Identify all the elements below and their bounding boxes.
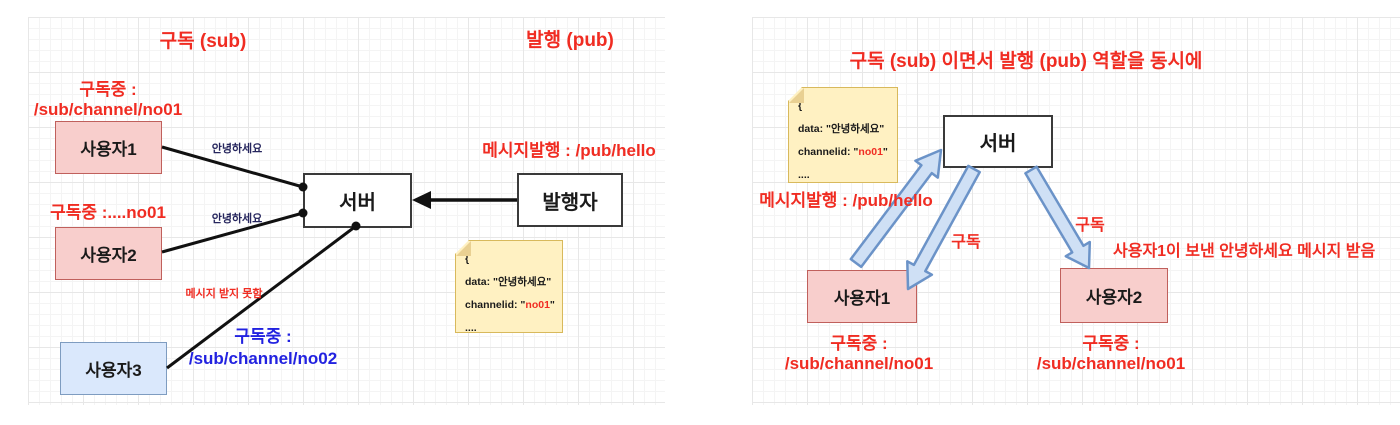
note-channel-key: channelid: " <box>465 299 526 311</box>
note-line-channel: channelid: "no01" <box>465 299 555 311</box>
left-title-sub: 구독 (sub) <box>159 31 247 52</box>
left-publisher-box: 발행자 <box>517 173 623 227</box>
right-publish-caption: 메시지발행 : /pub/hello <box>759 191 933 210</box>
left-user2-label: 사용자2 <box>80 246 137 265</box>
user1-subscribe-caption-line1: 구독중 : <box>79 80 137 99</box>
user3-subscribe-caption-line2: /sub/channel/no02 <box>188 349 338 368</box>
user3-subscribe-caption-line1: 구독중 : <box>234 327 292 346</box>
left-server-label: 서버 <box>339 192 376 214</box>
right-server-label: 서버 <box>979 133 1017 155</box>
left-publisher-label: 발행자 <box>542 191 598 214</box>
edge-subscribe-label-2: 구독 <box>1075 217 1105 234</box>
note-line-brace: { <box>465 253 470 265</box>
left-user1-label: 사용자1 <box>80 140 137 159</box>
right-user1-caption-line1: 구독중 : <box>830 334 888 353</box>
user1-subscribe-caption-line2: /sub/channel/no01 <box>33 100 183 119</box>
left-message-note: { data: "안녕하세요" channelid: "no01" .... <box>455 240 563 333</box>
right-user1-caption-line2: /sub/channel/no01 <box>784 354 934 373</box>
note-line-data: data: "안녕하세요" <box>465 276 552 288</box>
edge-hello-label-2: 안녕하세요 <box>211 213 263 225</box>
right-user2-label: 사용자2 <box>1085 288 1143 307</box>
right-title: 구독 (sub) 이면서 발행 (pub) 역할을 동시에 <box>849 51 1203 72</box>
user1-subscribe-caption: 구독중 : /sub/channel/no01 <box>34 80 182 120</box>
edge-subscribe-label-1: 구독 <box>951 234 981 251</box>
note-line-data: data: "안녕하세요" <box>798 123 885 135</box>
left-publish-caption: 메시지발행 : /pub/hello <box>482 141 656 160</box>
note-line-ellipsis: .... <box>798 169 810 181</box>
left-title-pub: 발행 (pub) <box>526 30 614 51</box>
right-user2-subscribe-caption: 구독중 : /sub/channel/no01 <box>1037 334 1185 374</box>
note-line-ellipsis: .... <box>465 322 477 334</box>
left-user1-box: 사용자1 <box>55 121 162 174</box>
note-channel-key: channelid: " <box>798 146 859 158</box>
left-server-box: 서버 <box>303 173 412 228</box>
right-user2-caption-line1: 구독중 : <box>1082 334 1140 353</box>
edge-not-received-label: 메시지 받지 못함 <box>185 288 263 300</box>
right-user2-box: 사용자2 <box>1060 268 1168 323</box>
note-channel-value: no01 <box>858 146 883 158</box>
right-user1-label: 사용자1 <box>833 289 891 308</box>
user2-subscribe-caption: 구독중 :....no01 <box>50 203 166 222</box>
left-user3-label: 사용자3 <box>85 361 142 380</box>
right-user1-subscribe-caption: 구독중 : /sub/channel/no01 <box>785 334 933 374</box>
user3-subscribe-caption: 구독중 : /sub/channel/no02 <box>189 326 337 370</box>
left-user3-box: 사용자3 <box>60 342 167 395</box>
received-message-caption: 사용자1이 보낸 안녕하세요 메시지 받음 <box>1113 243 1376 260</box>
note-line-channel: channelid: "no01" <box>798 146 888 158</box>
note-line-brace: { <box>798 100 803 112</box>
edge-hello-label-1: 안녕하세요 <box>211 143 263 155</box>
right-user2-caption-line2: /sub/channel/no01 <box>1036 354 1186 373</box>
right-server-box: 서버 <box>943 115 1053 168</box>
note-channel-value: no01 <box>525 299 550 311</box>
right-user1-box: 사용자1 <box>807 270 917 323</box>
right-message-note: { data: "안녕하세요" channelid: "no01" .... <box>788 87 898 183</box>
note-channel-quote: " <box>549 299 555 311</box>
left-user2-box: 사용자2 <box>55 227 162 280</box>
note-channel-quote: " <box>882 146 888 158</box>
